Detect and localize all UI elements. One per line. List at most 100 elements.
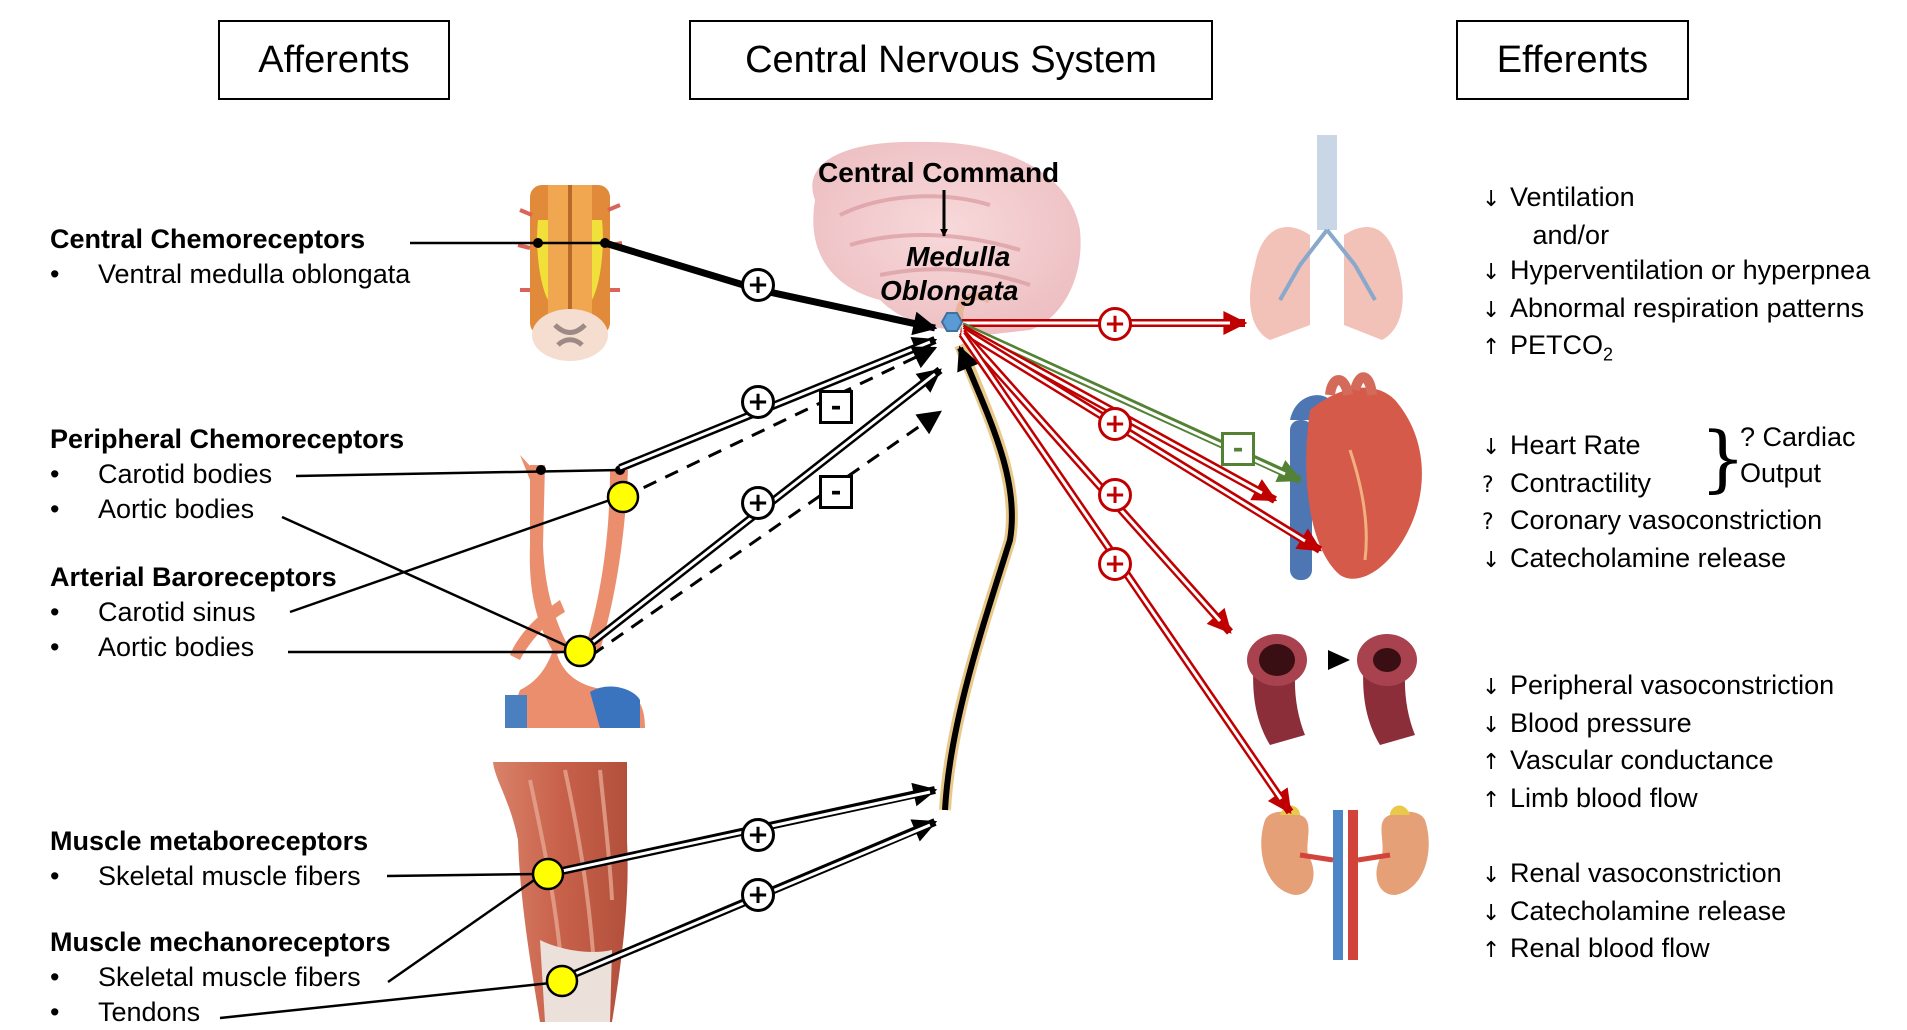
excitatory-sign: +: [1098, 478, 1132, 512]
medulla-label: Medulla Oblongata: [880, 240, 1018, 308]
afferent-item: •Skeletal muscle fibers: [50, 962, 361, 992]
efferents-header: Efferents: [1456, 20, 1689, 100]
lung-effects-list: ↓ Ventilation and/or ↓ Hyperventilation or …: [1482, 180, 1870, 373]
central-chemoreceptors-title: Central Chemoreceptors: [50, 224, 366, 254]
effect-text: Vascular conductance: [1510, 745, 1774, 775]
kidney-illustration: [1261, 805, 1429, 960]
arrow-down-icon: ↓: [1482, 900, 1501, 926]
peripheral-chemoreceptors-title: Peripheral Chemoreceptors: [50, 424, 405, 454]
excitatory-sign: +: [741, 486, 775, 520]
muscle-metaboreceptors-group: Muscle metaboreceptors •Skeletal muscle …: [50, 824, 368, 894]
effect-text: Renal vasoconstriction: [1510, 858, 1782, 888]
lungs-illustration: [1250, 135, 1403, 340]
afferent-item: •Aortic bodies: [50, 494, 255, 524]
effect-item: ↓ Hyperventilation or hyperpnea: [1482, 253, 1870, 291]
effect-item: ↓ Ventilation: [1482, 180, 1870, 218]
muscle-mechanoreceptors-group: Muscle mechanoreceptors •Skeletal muscle…: [50, 925, 391, 1030]
effect-text: Peripheral vasoconstriction: [1510, 670, 1835, 700]
effect-text: Blood pressure: [1510, 707, 1692, 738]
effect-item: ↓ Peripheral vasoconstriction: [1482, 668, 1834, 706]
effect-text: Abnormal respiration patterns: [1510, 292, 1865, 323]
inhibitory-sign: -: [819, 475, 853, 509]
excitatory-sign: +: [1098, 307, 1132, 341]
cardiac-output-line2: Output: [1740, 457, 1822, 488]
excitatory-sign: +: [741, 385, 775, 419]
effect-item: ↓ Blood pressure: [1482, 706, 1834, 744]
effect-item: ↓ Catecholamine release: [1482, 541, 1822, 579]
excitatory-sign: +: [741, 878, 775, 912]
peripheral-chemoreceptors-group: Peripheral Chemoreceptors •Carotid bodie…: [50, 422, 404, 527]
heart-effects-list: ↓ Heart Rate? Contractility? Coronary vasoc…: [1482, 428, 1822, 578]
effect-item: ↑ PETCO2: [1482, 328, 1870, 373]
effect-text: PETCO: [1510, 330, 1604, 360]
arrow-down-icon: ↓: [1482, 187, 1501, 212]
cardiac-output-group: } ? Cardiac Output: [1700, 416, 1856, 500]
question-mark: ?: [1482, 510, 1494, 535]
efferent-pathways: [958, 311, 1323, 815]
afferents-header: Afferents: [218, 20, 450, 100]
brace: }: [1700, 416, 1746, 500]
effect-item: ↓ Catecholamine release: [1482, 894, 1786, 932]
arrow-down-icon: ↓: [1482, 863, 1501, 888]
medulla-illustration: [517, 185, 623, 361]
effect-text: Contractility: [1510, 467, 1652, 498]
effect-item: ↓ Renal vasoconstriction: [1482, 856, 1786, 894]
cardiac-output-line1: ? Cardiac: [1740, 422, 1856, 452]
effect-text: Catecholamine release: [1510, 895, 1787, 926]
heart-illustration: [1290, 372, 1422, 580]
afferent-item: •Aortic bodies: [50, 632, 255, 662]
effect-text: Heart Rate: [1510, 430, 1641, 460]
effect-text: and/or: [1510, 219, 1610, 250]
effect-text: Hyperventilation or hyperpnea: [1510, 255, 1871, 285]
metaboreceptor: [531, 857, 565, 891]
arrow-down-icon: ↓: [1482, 675, 1501, 700]
medulla-label-line2: Oblongata: [880, 275, 1019, 306]
effect-text: Catecholamine release: [1510, 542, 1787, 573]
vessel-effects-list: ↓ Peripheral vasoconstriction ↓ Blood press…: [1482, 668, 1834, 818]
question-mark: ?: [1482, 472, 1494, 498]
effect-item: and/or: [1482, 218, 1870, 254]
subscript: 2: [1603, 344, 1614, 365]
leader-lines: [219, 241, 621, 1020]
cns-header-label: Central Nervous System: [745, 38, 1157, 81]
afferent-item: •Carotid sinus: [50, 597, 256, 627]
effect-text: Limb blood flow: [1510, 782, 1698, 813]
effect-item: ↑ Vascular conductance: [1482, 743, 1834, 781]
arrow-up-icon: ↑: [1482, 335, 1501, 360]
effect-text: Renal blood flow: [1510, 933, 1710, 963]
inhibitory-sign: -: [819, 390, 853, 424]
central-chemoreceptors-group: Central Chemoreceptors •Ventral medulla …: [50, 222, 410, 292]
aortic-receptor: [563, 634, 597, 668]
arrow-up-icon: ↑: [1482, 750, 1501, 775]
arrow-down-icon: ↓: [1482, 547, 1501, 573]
effect-text: Ventilation: [1510, 182, 1635, 212]
afferent-item: •Ventral medulla oblongata: [50, 259, 411, 289]
cns-header: Central Nervous System: [689, 20, 1213, 100]
effect-item: ↑ Renal blood flow: [1482, 931, 1786, 969]
carotid-illustration: [505, 455, 645, 728]
medulla-node: [940, 312, 964, 332]
arrow-down-icon: ↓: [1482, 260, 1501, 285]
muscle-mechanoreceptors-title: Muscle mechanoreceptors: [50, 927, 391, 957]
effect-item: ? Coronary vasoconstriction: [1482, 503, 1822, 541]
excitatory-sign: +: [1098, 407, 1132, 441]
arrow-up-icon: ↑: [1482, 787, 1501, 813]
effect-text: Coronary vasoconstriction: [1510, 505, 1823, 535]
kidney-effects-list: ↓ Renal vasoconstriction ↓ Catecholamine re…: [1482, 856, 1786, 969]
arrow-down-icon: ↓: [1482, 712, 1501, 738]
effect-item: ↓Abnormal respiration patterns: [1482, 291, 1870, 329]
efferents-header-label: Efferents: [1496, 38, 1649, 81]
receptor-markers: [531, 480, 640, 998]
arterial-baroreceptors-group: Arterial Baroreceptors •Carotid sinus •A…: [50, 560, 337, 665]
excitatory-sign: +: [1098, 547, 1132, 581]
effect-item: ↓ Heart Rate: [1482, 428, 1822, 466]
brain-illustration: [812, 141, 1081, 335]
arrow-down-icon: ↓: [1482, 435, 1501, 460]
effect-item: ↑ Limb blood flow: [1482, 781, 1834, 819]
carotid-sinus-receptor: [606, 480, 640, 514]
inhibitory-sign: -: [1221, 432, 1255, 466]
afferents-header-label: Afferents: [258, 38, 410, 81]
effect-item: ? Contractility: [1482, 466, 1822, 504]
excitatory-sign: +: [741, 268, 775, 302]
arrow-up-icon: ↑: [1482, 938, 1501, 963]
